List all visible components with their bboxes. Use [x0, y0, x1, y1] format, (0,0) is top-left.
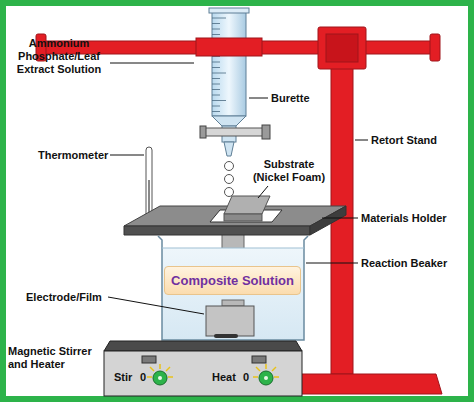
part-label: Materials Holder [361, 212, 447, 225]
part-label: Substrate (Nickel Foam) [248, 158, 330, 184]
node-text: Composite Solution [165, 273, 300, 288]
graduation-mark [212, 111, 220, 112]
frame [3, 3, 471, 399]
graduation-mark [212, 62, 220, 63]
graduation-mark [212, 84, 220, 85]
solution-label: Ammonium Phosphate/Leaf Extract Solution [8, 37, 110, 76]
leader-lines [108, 63, 368, 314]
burette [196, 8, 270, 156]
part-label: Burette [271, 92, 310, 105]
control-label: Heat [212, 371, 236, 384]
graduation-mark [212, 67, 220, 68]
graduation-mark [212, 100, 226, 101]
part-label: Magnetic Stirrer and Heater [8, 345, 102, 371]
thermometer [146, 147, 152, 221]
graduation-mark [212, 23, 220, 24]
graduation-mark [212, 34, 220, 35]
control-label: Stir [114, 371, 132, 384]
control-value: 0 [140, 371, 146, 384]
part-label: Reaction Beaker [361, 257, 447, 270]
graduation-mark [212, 18, 226, 19]
control-value: 0 [243, 371, 249, 384]
graduation-mark [212, 73, 226, 74]
stirrer-heater [104, 341, 302, 396]
nickel-foam-substrate [224, 196, 270, 221]
graduation-mark [212, 29, 220, 30]
part-label: Thermometer [38, 149, 108, 162]
graduation-mark [212, 78, 220, 79]
part-label: Electrode/Film [26, 291, 102, 304]
reaction-beaker [158, 236, 308, 340]
graduation-mark [212, 95, 220, 96]
graduation-mark [212, 89, 220, 90]
solution-box: Composite Solution [164, 266, 301, 295]
part-label: Retort Stand [371, 134, 437, 147]
graduation-mark [212, 106, 220, 107]
